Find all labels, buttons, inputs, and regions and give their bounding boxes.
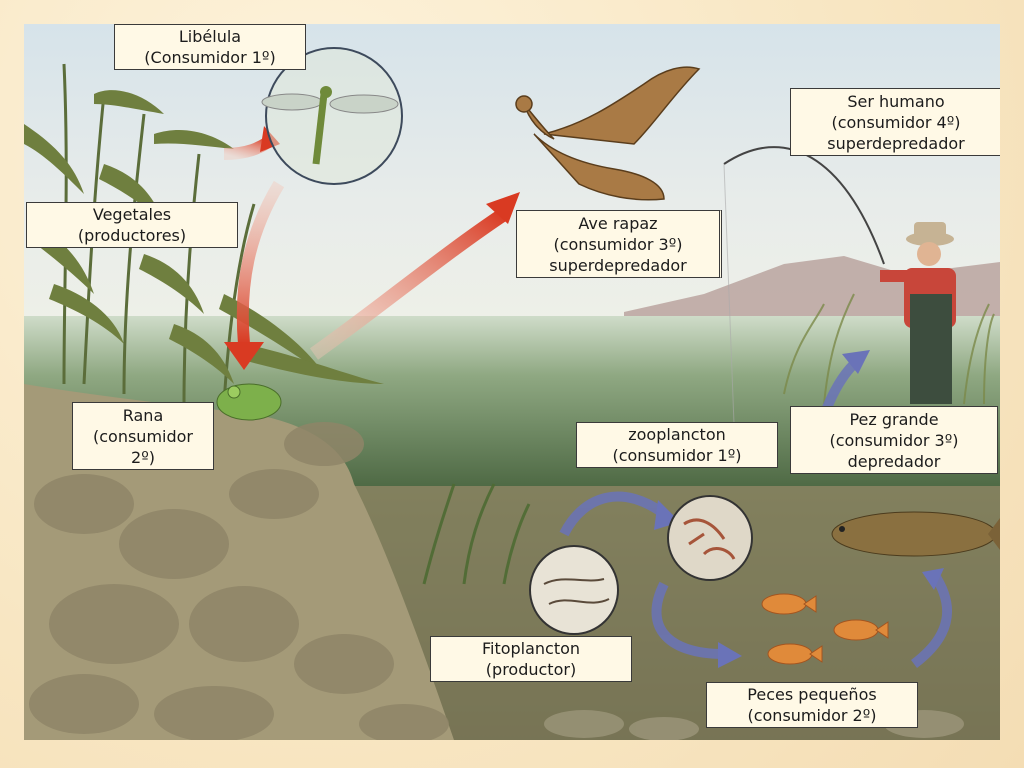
label-vegetales-role: (productores) (77, 226, 187, 245)
label-ave-rapaz-role: (consumidor 3º) (553, 234, 683, 254)
label-pez-grande-role: (consumidor 3º) (829, 430, 959, 450)
dragonfly-icon (261, 47, 403, 185)
label-zooplancton-role: (consumidor 1º) (612, 446, 742, 465)
label-fitoplancton: Fitoplancton (productor) (430, 636, 632, 682)
fisherman-icon (723, 146, 956, 425)
rocks (29, 422, 449, 740)
label-peces-pequenos-role: (consumidor 2º) (747, 706, 877, 725)
food-chain-scene: Libélula (Consumidor 1º) Vegetales (prod… (24, 24, 1000, 740)
label-pez-grande-name: Pez grande (849, 409, 939, 429)
label-peces-pequenos-name: Peces pequeños (747, 685, 877, 704)
label-ave-rapaz-name: Ave rapaz (578, 213, 658, 233)
zooplankton-icon (667, 495, 753, 581)
label-pez-grande: Pez grande (consumidor 3º) depredador (790, 406, 998, 474)
frog-icon (216, 383, 282, 421)
label-rana-role-2: 2º) (131, 447, 155, 467)
label-vegetales: Vegetales (productores) (26, 202, 238, 248)
label-libelula-role: (Consumidor 1º) (144, 48, 276, 67)
label-libelula: Libélula (Consumidor 1º) (114, 24, 306, 70)
label-vegetales-name: Vegetales (92, 205, 172, 224)
label-ave-rapaz: Ave rapaz (consumidor 3º) superdepredado… (516, 210, 722, 278)
label-rana: Rana (consumidor 2º) (72, 402, 214, 470)
label-fitoplancton-name: Fitoplancton (481, 639, 581, 658)
reed-leaves (24, 90, 384, 384)
large-fish-icon (831, 511, 1000, 557)
label-ser-humano: Ser humano (consumidor 4º) superdepredad… (790, 88, 1000, 156)
label-ser-humano-name: Ser humano (847, 91, 945, 111)
arrow-frog-to-hawk (486, 192, 520, 224)
label-ser-humano-type: superdepredador (827, 133, 965, 153)
label-rana-role: (consumidor (93, 426, 193, 446)
label-ser-humano-role: (consumidor 4º) (831, 112, 961, 132)
small-fish-icon (761, 593, 889, 665)
label-libelula-name: Libélula (178, 27, 242, 46)
label-zooplancton-name: zooplancton (628, 425, 726, 444)
hawk-icon (515, 66, 701, 201)
label-fitoplancton-role: (productor) (485, 660, 577, 679)
label-zooplancton: zooplancton (consumidor 1º) (576, 422, 778, 468)
label-peces-pequenos: Peces pequeños (consumidor 2º) (706, 682, 918, 728)
arrow-dragonfly-to-frog (224, 342, 264, 370)
label-ave-rapaz-type: superdepredador (549, 255, 687, 275)
label-pez-grande-type: depredador (847, 451, 941, 471)
label-rana-name: Rana (122, 405, 164, 425)
phytoplankton-icon (529, 545, 619, 635)
